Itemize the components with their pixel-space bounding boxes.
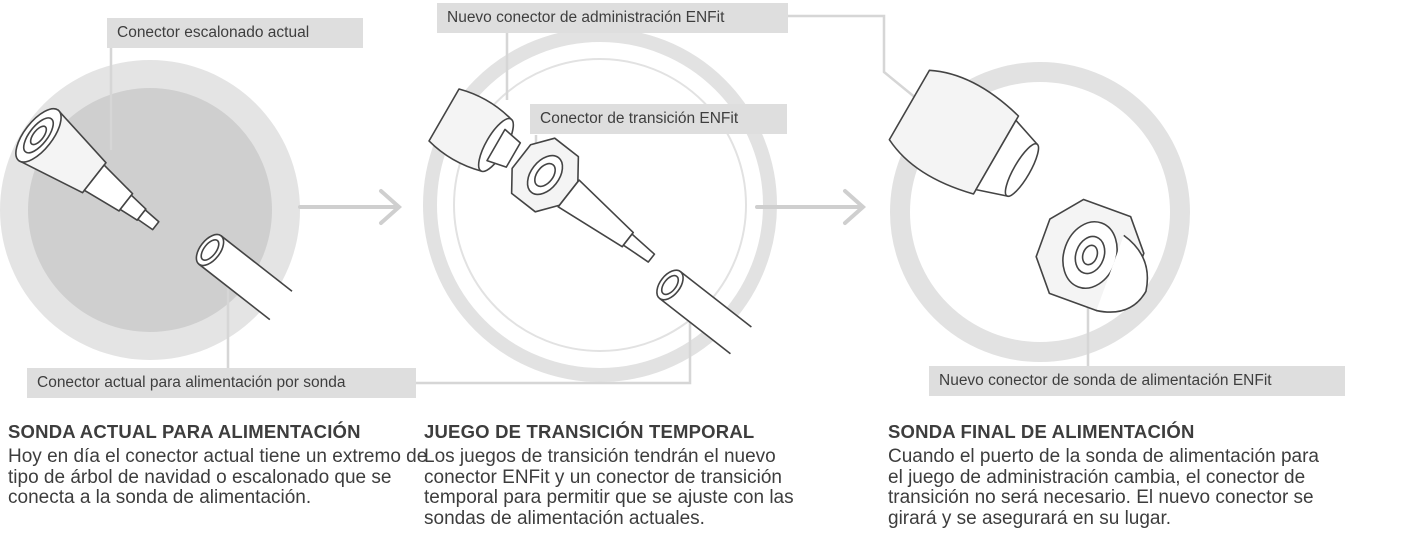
column-heading: JUEGO DE TRANSICIÓN TEMPORAL (424, 421, 755, 442)
column-transition-set: JUEGO DE TRANSICIÓN TEMPORAL Los juegos … (424, 420, 844, 529)
column-body: Los juegos de transición tendrán el nuev… (424, 446, 794, 529)
enfit-connector-illustration (888, 69, 1149, 313)
stage3-ring (890, 62, 1190, 362)
column-heading: SONDA FINAL DE ALIMENTACIÓN (888, 421, 1195, 442)
callout-transition-enfit-connector: Conector de transición ENFit (530, 104, 787, 134)
column-final-tube: SONDA FINAL DE ALIMENTACIÓN Cuando el pu… (888, 420, 1333, 529)
column-body: Hoy en día el conector actual tiene un e… (8, 446, 428, 508)
callout-new-admin-enfit-connector: Nuevo conector de administración ENFit (437, 3, 788, 33)
column-heading: SONDA ACTUAL PARA ALIMENTACIÓN (8, 421, 361, 442)
callout-current-feeding-connector: Conector actual para alimentación por so… (27, 368, 416, 398)
arrow-icon (298, 189, 403, 225)
arrow-icon (755, 189, 867, 225)
stepped-connector-illustration (15, 107, 293, 321)
stage1-circle (0, 60, 300, 360)
connector-diagram (0, 14, 1190, 385)
column-current-tube: SONDA ACTUAL PARA ALIMENTACIÓN Hoy en dí… (8, 420, 428, 509)
column-body: Cuando el puerto de la sonda de alimenta… (888, 446, 1319, 529)
transition-connector-illustration (428, 88, 752, 355)
callout-new-feeding-tube-enfit-connector: Nuevo conector de sonda de alimentación … (929, 366, 1345, 396)
callout-current-stepped-connector: Conector escalonado actual (107, 18, 363, 48)
